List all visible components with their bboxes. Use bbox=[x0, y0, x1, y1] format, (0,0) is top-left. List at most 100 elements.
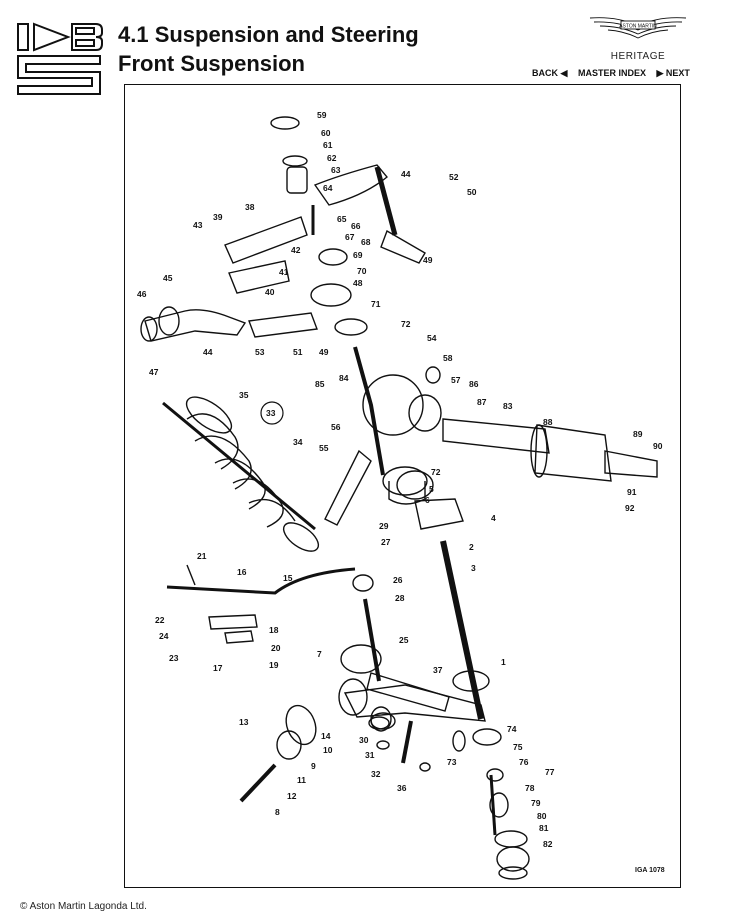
callout-37: 37 bbox=[433, 665, 443, 675]
callout-17: 17 bbox=[213, 663, 223, 673]
callout-52: 52 bbox=[449, 172, 459, 182]
callout-1: 1 bbox=[501, 657, 506, 667]
callout-81: 81 bbox=[539, 823, 549, 833]
callout-23: 23 bbox=[169, 653, 179, 663]
callout-46: 46 bbox=[137, 289, 147, 299]
callout-69: 69 bbox=[353, 250, 363, 260]
diagram-parts bbox=[140, 116, 658, 880]
copyright-footer: © Aston Martin Lagonda Ltd. bbox=[20, 901, 147, 912]
callout-44-left: 44 bbox=[203, 347, 213, 357]
callout-39: 39 bbox=[213, 212, 223, 222]
callout-76: 76 bbox=[519, 757, 529, 767]
callout-38: 38 bbox=[245, 202, 255, 212]
callout-92: 92 bbox=[625, 503, 635, 513]
callout-7: 7 bbox=[317, 649, 322, 659]
callout-50-top: 50 bbox=[467, 187, 477, 197]
callout-3: 3 bbox=[471, 563, 476, 573]
next-label: NEXT bbox=[665, 68, 690, 78]
callout-85: 85 bbox=[315, 379, 325, 389]
callout-6: 6 bbox=[425, 495, 430, 505]
callout-22: 22 bbox=[155, 615, 165, 625]
callout-89: 89 bbox=[633, 429, 643, 439]
callout-12: 12 bbox=[287, 791, 297, 801]
callout-21: 21 bbox=[197, 551, 207, 561]
callout-90: 90 bbox=[653, 441, 663, 451]
callout-11: 11 bbox=[297, 775, 306, 785]
callout-44-top: 44 bbox=[401, 169, 411, 179]
callout-87: 87 bbox=[477, 397, 487, 407]
brand-name: ASTON MARTIN bbox=[619, 24, 657, 30]
diagram-reference-code: IGA 1078 bbox=[635, 867, 665, 874]
aston-martin-wings-logo: ASTON MARTIN bbox=[589, 17, 687, 39]
dbs-logo bbox=[17, 22, 103, 95]
callout-27: 27 bbox=[381, 537, 391, 547]
callout-16: 16 bbox=[237, 567, 247, 577]
callout-31: 31 bbox=[365, 750, 375, 760]
callout-35: 35 bbox=[239, 390, 249, 400]
callout-15: 15 bbox=[283, 573, 293, 583]
callout-84: 84 bbox=[339, 373, 349, 383]
callout-61: 61 bbox=[323, 140, 333, 150]
callout-32: 32 bbox=[371, 769, 381, 779]
callout-57: 57 bbox=[451, 375, 461, 385]
callout-40: 40 bbox=[265, 287, 275, 297]
callout-26: 26 bbox=[393, 575, 403, 585]
callout-86: 86 bbox=[469, 379, 479, 389]
diagram-frame: 59 60 61 62 63 64 65 66 67 68 69 70 71 7… bbox=[124, 84, 681, 888]
callout-70: 70 bbox=[357, 266, 367, 276]
callout-2: 2 bbox=[469, 542, 474, 552]
callout-67: 67 bbox=[345, 232, 355, 242]
callout-60: 60 bbox=[321, 128, 331, 138]
callout-62: 62 bbox=[327, 153, 337, 163]
callout-54: 54 bbox=[427, 333, 437, 343]
next-link[interactable]: ▶ NEXT bbox=[656, 68, 689, 78]
callout-73: 73 bbox=[447, 757, 457, 767]
callout-59: 59 bbox=[317, 110, 327, 120]
callout-20: 20 bbox=[271, 643, 281, 653]
callout-88: 88 bbox=[543, 417, 553, 427]
page-title: 4.1 Suspension and Steering Front Suspen… bbox=[118, 20, 419, 78]
callout-65: 65 bbox=[337, 214, 347, 224]
callout-71: 71 bbox=[371, 299, 381, 309]
part-callouts: 59 60 61 62 63 64 65 66 67 68 69 70 71 7… bbox=[137, 110, 663, 849]
callout-19: 19 bbox=[269, 660, 279, 670]
callout-36: 36 bbox=[397, 783, 407, 793]
callout-42: 42 bbox=[291, 245, 301, 255]
callout-18: 18 bbox=[269, 625, 279, 635]
back-link[interactable]: BACK ◀ bbox=[532, 68, 567, 78]
callout-24: 24 bbox=[159, 631, 169, 641]
callout-77: 77 bbox=[545, 767, 555, 777]
callout-83: 83 bbox=[503, 401, 513, 411]
callout-25: 25 bbox=[399, 635, 409, 645]
callout-4: 4 bbox=[491, 513, 496, 523]
callout-63: 63 bbox=[331, 165, 341, 175]
callout-49-left: 49 bbox=[319, 347, 329, 357]
callout-53: 53 bbox=[255, 347, 265, 357]
callout-30: 30 bbox=[359, 735, 369, 745]
callout-58: 58 bbox=[443, 353, 453, 363]
callout-43: 43 bbox=[193, 220, 203, 230]
callout-49-top: 49 bbox=[423, 255, 433, 265]
callout-91: 91 bbox=[627, 487, 637, 497]
brand-heritage-label: HERITAGE bbox=[610, 51, 666, 62]
callout-33-ring bbox=[260, 401, 284, 425]
callout-5: 5 bbox=[429, 484, 434, 494]
callout-68: 68 bbox=[361, 237, 371, 247]
callout-48: 48 bbox=[353, 278, 363, 288]
callout-33: 33 bbox=[266, 408, 276, 418]
callout-51: 51 bbox=[293, 347, 303, 357]
callout-72-upper: 72 bbox=[401, 319, 411, 329]
callout-29: 29 bbox=[379, 521, 389, 531]
callout-75: 75 bbox=[513, 742, 523, 752]
page-navigation: BACK ◀ MASTER INDEX ▶ NEXT bbox=[532, 68, 690, 79]
callout-41: 41 bbox=[279, 267, 289, 277]
callout-8: 8 bbox=[275, 807, 280, 817]
callout-64: 64 bbox=[323, 183, 333, 193]
callout-34: 34 bbox=[293, 437, 303, 447]
callout-66: 66 bbox=[351, 221, 361, 231]
master-index-link[interactable]: MASTER INDEX bbox=[577, 68, 646, 78]
callout-47: 47 bbox=[149, 367, 159, 377]
back-arrow-icon: ◀ bbox=[560, 68, 568, 78]
callout-79: 79 bbox=[531, 798, 541, 808]
callout-74: 74 bbox=[507, 724, 517, 734]
